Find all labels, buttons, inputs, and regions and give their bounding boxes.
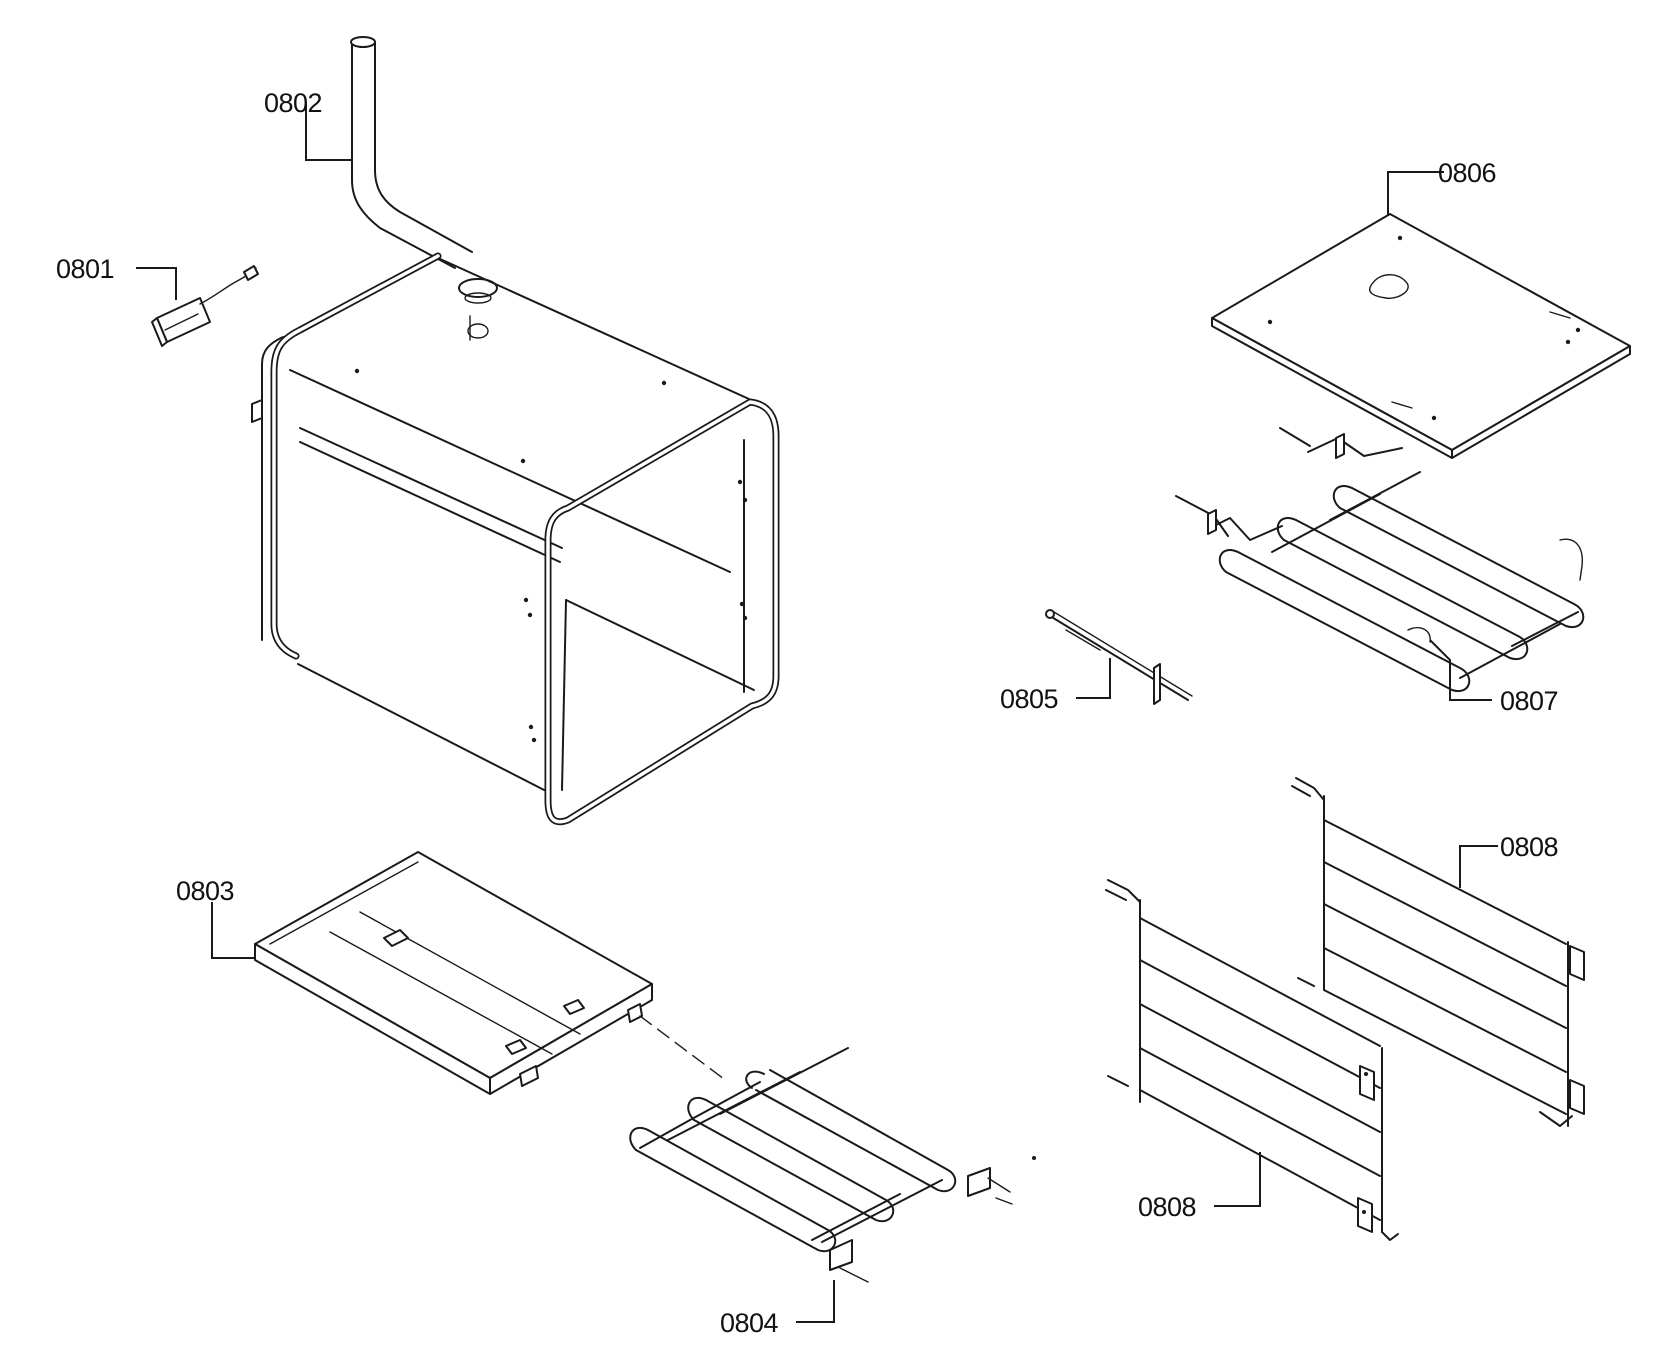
part-0804-bottom-heater bbox=[629, 1047, 1036, 1283]
part-0801-module bbox=[151, 265, 259, 347]
label-0804: 0804 bbox=[720, 1308, 779, 1338]
part-0808-rack-right bbox=[1291, 777, 1585, 1127]
label-0808-left: 0808 bbox=[1138, 1192, 1196, 1222]
leader-lines bbox=[136, 104, 1498, 1323]
oven-cavity bbox=[251, 252, 780, 826]
label-0805: 0805 bbox=[1000, 684, 1058, 714]
part-labels: 0801 0802 0803 0804 0805 0806 0807 0808 … bbox=[56, 88, 1559, 1338]
part-0803-bottom-tray bbox=[254, 851, 729, 1095]
part-0802-flue-pipe bbox=[350, 36, 498, 341]
part-0806-top-plate bbox=[1211, 213, 1631, 459]
label-0808-right: 0808 bbox=[1500, 832, 1558, 862]
label-0802: 0802 bbox=[264, 88, 322, 118]
label-0806: 0806 bbox=[1438, 158, 1496, 188]
label-0803: 0803 bbox=[176, 876, 234, 906]
part-0807-top-heater bbox=[1175, 427, 1585, 693]
label-0807: 0807 bbox=[1500, 686, 1558, 716]
part-0805-sensor-probe bbox=[1045, 609, 1193, 705]
part-0808-rack-left bbox=[1105, 879, 1399, 1241]
label-0801: 0801 bbox=[56, 254, 114, 284]
